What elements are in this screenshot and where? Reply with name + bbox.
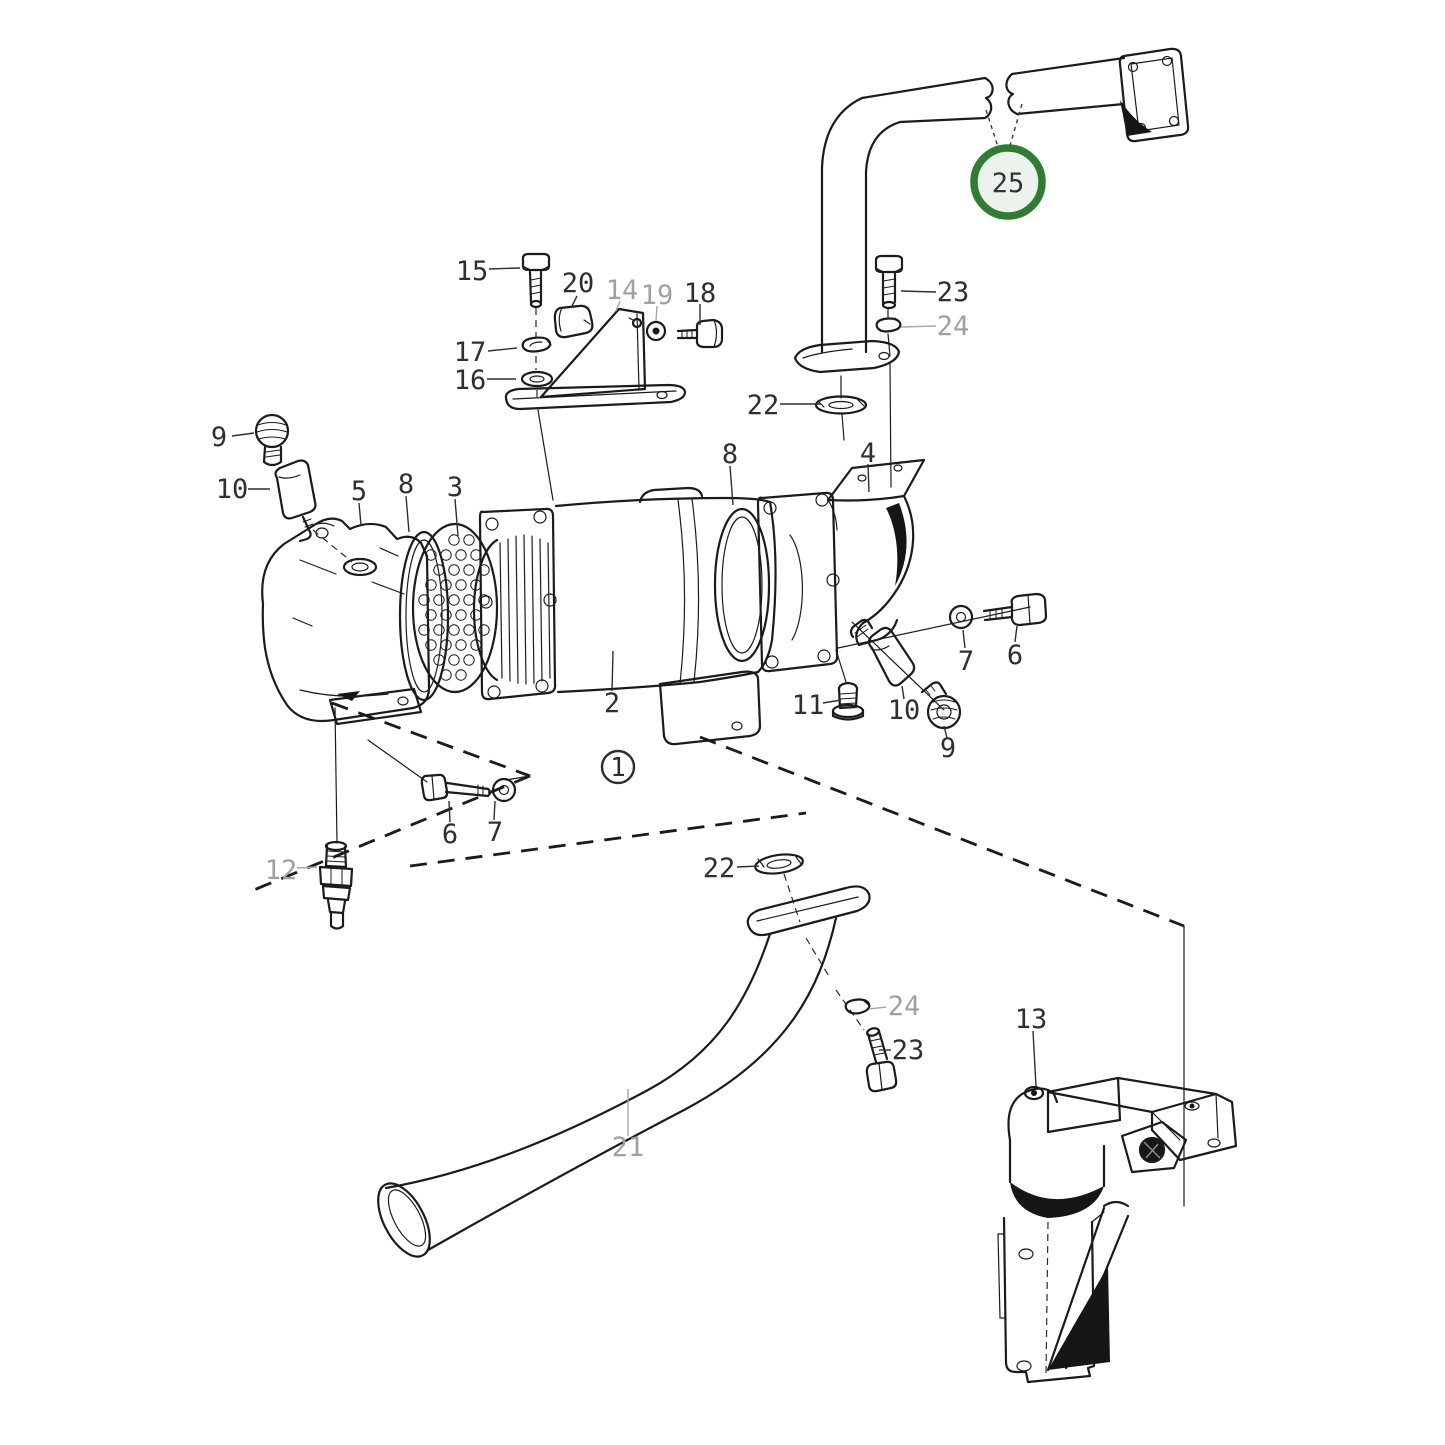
callout-leader-2 <box>611 650 614 692</box>
callout-leader-11 <box>822 699 842 704</box>
callout-label-19: 19 <box>641 280 674 311</box>
callout-label-4: 4 <box>860 438 876 469</box>
callout-leader-8-left <box>405 495 410 533</box>
callout-leader-15 <box>488 267 521 270</box>
callout-leader-23-upper <box>900 290 937 293</box>
assembly-ref-label: 1 <box>610 753 626 783</box>
callout-label-9-right: 9 <box>940 733 956 764</box>
callout-label-22-lower: 22 <box>703 853 736 884</box>
callout-leader-24-upper <box>900 325 937 328</box>
callout-label-2: 2 <box>604 688 620 719</box>
bracket-artwork <box>504 252 724 501</box>
callout-leader-19 <box>655 305 658 322</box>
callout-label-17: 17 <box>454 337 487 368</box>
callout-label-18: 18 <box>684 278 717 309</box>
callout-leader-17 <box>487 347 518 352</box>
callout-label-5: 5 <box>351 476 367 507</box>
highlight-label: 25 <box>992 168 1025 199</box>
callout-leader-9-left <box>231 432 255 437</box>
callout-label-16: 16 <box>454 365 487 396</box>
callout-label-8-right: 8 <box>722 439 738 470</box>
callout-label-23-upper: 23 <box>937 277 970 308</box>
callout-leader-20 <box>570 295 578 309</box>
callout-label-6-right: 6 <box>1007 640 1023 671</box>
callout-label-7-lower: 7 <box>487 817 503 848</box>
callout-label-11: 11 <box>792 690 825 721</box>
assembly-ref-circle: 1 <box>600 749 636 785</box>
right-hardware-artwork <box>831 592 1048 730</box>
callout-label-13: 13 <box>1015 1004 1048 1035</box>
left-anode-artwork <box>254 413 353 563</box>
callout-leader-4 <box>867 463 870 493</box>
callout-leader-6-lower <box>448 800 451 823</box>
callout-label-12: 12 <box>265 855 298 886</box>
callout-label-21: 21 <box>612 1132 645 1163</box>
lower-left-hardware-artwork <box>318 707 531 930</box>
callout-leader-9-right <box>943 725 948 739</box>
callout-label-6-lower: 6 <box>442 819 458 850</box>
callout-label-14: 14 <box>606 275 639 306</box>
bottom-pipe-artwork <box>377 853 898 1258</box>
callout-leader-14 <box>615 300 621 312</box>
section-boundary-lines <box>248 701 1185 1207</box>
heat-exchanger-artwork <box>261 458 926 746</box>
callout-label-20: 20 <box>562 268 595 299</box>
callout-leader-5 <box>358 502 362 526</box>
callout-label-7-right: 7 <box>958 646 974 677</box>
callout-leader-8-right <box>729 465 734 506</box>
callout-leader-12 <box>296 866 318 869</box>
callout-label-24-upper: 24 <box>937 311 970 342</box>
callout-label-15: 15 <box>456 256 489 287</box>
callout-leader-7-right <box>962 629 966 649</box>
callout-leader-22-lower <box>736 865 760 868</box>
callout-leader-24-lower <box>868 1006 887 1010</box>
top-pipe-artwork <box>793 47 1190 488</box>
callout-label-9-left: 9 <box>211 422 227 453</box>
callout-leader-10-right <box>901 685 905 700</box>
callout-leader-13 <box>1032 1030 1037 1087</box>
callout-label-10-left: 10 <box>216 474 249 505</box>
callout-label-10-right: 10 <box>888 695 921 726</box>
callout-label-24-lower: 24 <box>888 991 921 1022</box>
highlight-callout-25[interactable]: 25 <box>970 103 1046 220</box>
filter-housing-artwork <box>997 1076 1238 1384</box>
callout-label-8-left: 8 <box>398 469 414 500</box>
callout-label-3: 3 <box>447 472 463 503</box>
callout-label-23-lower: 23 <box>892 1035 925 1066</box>
callout-leader-7-lower <box>493 800 496 821</box>
highlight-ring[interactable] <box>970 144 1046 220</box>
callout-leader-6-right <box>1014 625 1018 643</box>
callout-label-22-upper: 22 <box>747 390 780 421</box>
callout-leader-3 <box>454 498 459 537</box>
